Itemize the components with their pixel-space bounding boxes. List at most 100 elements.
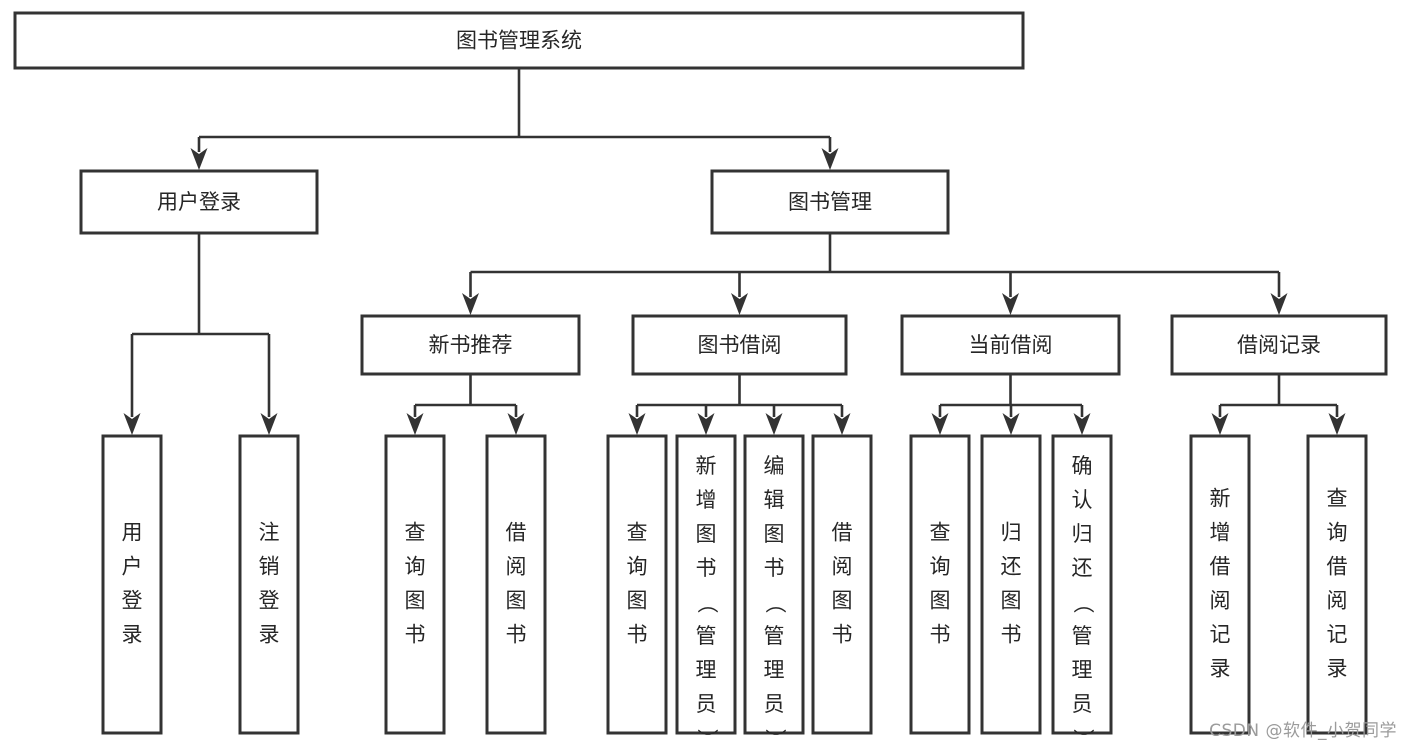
arrowhead-icon <box>1002 293 1019 315</box>
node-book-manage[interactable]: 图书管理 <box>710 169 950 235</box>
svg-text:录: 录 <box>1210 657 1231 681</box>
connector-layer <box>123 68 1346 435</box>
svg-text:书: 书 <box>1001 623 1022 647</box>
svg-text:录: 录 <box>259 623 280 647</box>
node-new-book-recommend[interactable]: 新书推荐 <box>360 314 581 376</box>
node-root[interactable]: 图书管理系统 <box>13 11 1025 70</box>
node-label-user-login: 用户登录 <box>157 190 241 214</box>
svg-text:图: 图 <box>930 589 951 613</box>
svg-text:阅: 阅 <box>832 555 853 579</box>
arrowhead-icon <box>1073 413 1091 435</box>
svg-text:员: 员 <box>696 692 717 716</box>
arrowhead-icon <box>765 413 783 435</box>
node-borrow-record[interactable]: 借阅记录 <box>1170 314 1388 376</box>
svg-text:查: 查 <box>930 521 951 545</box>
svg-text:图: 图 <box>1001 589 1022 613</box>
node-box-leaf-query-book-2[interactable] <box>606 434 668 735</box>
connector-bookborrow-to-leaves <box>628 374 851 435</box>
svg-text:阅: 阅 <box>1327 589 1348 613</box>
node-box-leaf-confirm-return[interactable] <box>1051 434 1113 735</box>
node-box-leaf-edit-book[interactable] <box>743 434 805 735</box>
arrowhead-icon <box>1002 413 1020 435</box>
svg-text:编: 编 <box>764 454 785 478</box>
arrowhead-icon <box>260 413 278 435</box>
node-box-book-borrow[interactable] <box>631 314 848 376</box>
svg-text:）: ） <box>763 729 787 747</box>
svg-text:图: 图 <box>627 589 648 613</box>
node-layer: 图书管理系统用户登录图书管理新书推荐图书借阅当前借阅借阅记录用户登录注销登录查询… <box>13 11 1388 747</box>
arrowhead-icon <box>462 293 479 315</box>
node-box-leaf-return-book[interactable] <box>980 434 1042 735</box>
svg-text:书: 书 <box>832 623 853 647</box>
arrowhead-icon <box>1328 413 1346 435</box>
node-box-root[interactable] <box>13 11 1025 70</box>
arrowhead-icon <box>697 413 715 435</box>
svg-text:认: 认 <box>1072 488 1093 512</box>
connector-userlogin-to-leaves <box>123 233 278 435</box>
svg-text:辑: 辑 <box>764 488 785 512</box>
node-label-new-book-recommend: 新书推荐 <box>429 333 513 357</box>
svg-text:注: 注 <box>259 521 280 545</box>
svg-text:图: 图 <box>506 589 527 613</box>
svg-text:）: ） <box>1071 729 1095 747</box>
node-box-leaf-query-record[interactable] <box>1306 434 1368 735</box>
arrowhead-icon <box>821 148 839 170</box>
node-leaf-user-login[interactable]: 用户登录 <box>101 434 163 735</box>
connector-bookmanage-to-level3 <box>462 233 1288 315</box>
svg-text:询: 询 <box>1327 521 1348 545</box>
svg-text:询: 询 <box>405 555 426 579</box>
svg-text:书: 书 <box>506 623 527 647</box>
arrowhead-icon <box>1270 293 1288 315</box>
node-box-borrow-record[interactable] <box>1170 314 1388 376</box>
svg-text:书: 书 <box>930 623 951 647</box>
svg-text:归: 归 <box>1072 522 1093 546</box>
svg-text:员: 员 <box>764 692 785 716</box>
svg-text:借: 借 <box>1327 555 1348 579</box>
node-box-leaf-logout[interactable] <box>238 434 300 735</box>
node-user-login[interactable]: 用户登录 <box>79 169 319 235</box>
svg-text:记: 记 <box>1210 623 1231 647</box>
node-current-borrow[interactable]: 当前借阅 <box>900 314 1121 376</box>
node-box-leaf-add-record[interactable] <box>1189 434 1251 735</box>
node-box-book-manage[interactable] <box>710 169 950 235</box>
node-box-user-login[interactable] <box>79 169 319 235</box>
svg-text:管: 管 <box>1072 624 1093 648</box>
svg-text:询: 询 <box>930 555 951 579</box>
svg-text:书: 书 <box>405 623 426 647</box>
svg-text:图: 图 <box>405 589 426 613</box>
arrowhead-icon <box>507 413 525 435</box>
svg-text:询: 询 <box>627 555 648 579</box>
svg-text:记: 记 <box>1327 623 1348 647</box>
arrowhead-icon <box>406 413 424 435</box>
svg-text:书: 书 <box>764 556 785 580</box>
node-book-borrow[interactable]: 图书借阅 <box>631 314 848 376</box>
svg-text:阅: 阅 <box>506 555 527 579</box>
node-box-leaf-borrow-book-1[interactable] <box>485 434 547 735</box>
node-box-current-borrow[interactable] <box>900 314 1121 376</box>
node-box-new-book-recommend[interactable] <box>360 314 581 376</box>
node-label-book-manage: 图书管理 <box>788 190 872 214</box>
node-box-leaf-query-book-1[interactable] <box>384 434 446 735</box>
node-box-leaf-borrow-book-2[interactable] <box>811 434 873 735</box>
node-box-leaf-query-book-3[interactable] <box>909 434 971 735</box>
node-box-leaf-user-login[interactable] <box>101 434 163 735</box>
connector-root-to-level2 <box>190 68 839 170</box>
node-box-leaf-add-book[interactable] <box>675 434 737 735</box>
